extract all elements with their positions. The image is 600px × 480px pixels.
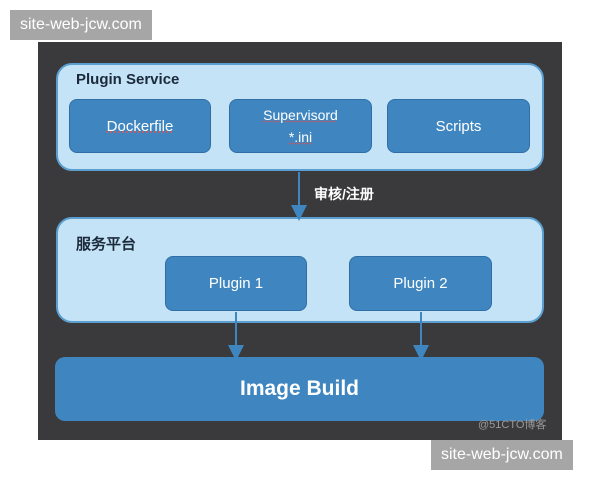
watermark-top: site-web-jcw.com [10, 10, 152, 40]
dockerfile-box: Dockerfile [69, 99, 211, 153]
review-register-label: 审核/注册 [314, 186, 374, 202]
dockerfile-label: Dockerfile [106, 117, 174, 135]
plugin-1-label: Plugin 1 [208, 275, 264, 292]
image-build-label: Image Build [239, 377, 360, 400]
image-build-box: Image Build [55, 357, 544, 421]
plugin-service-title: Plugin Service [76, 71, 180, 88]
supervisord-label: Supervisord [263, 107, 338, 123]
supervisord-box: Supervisord *.ini [229, 99, 372, 153]
credit-text: @51CTO博客 [478, 419, 547, 431]
service-platform-title: 服务平台 [76, 236, 137, 253]
scripts-label: Scripts [435, 117, 482, 135]
watermark-bottom: site-web-jcw.com [431, 440, 573, 470]
scripts-box: Scripts [387, 99, 530, 153]
plugin-2-box: Plugin 2 [349, 256, 492, 311]
ini-label: *.ini [288, 129, 313, 145]
plugin-2-label: Plugin 2 [393, 275, 448, 292]
plugin-1-box: Plugin 1 [165, 256, 307, 311]
